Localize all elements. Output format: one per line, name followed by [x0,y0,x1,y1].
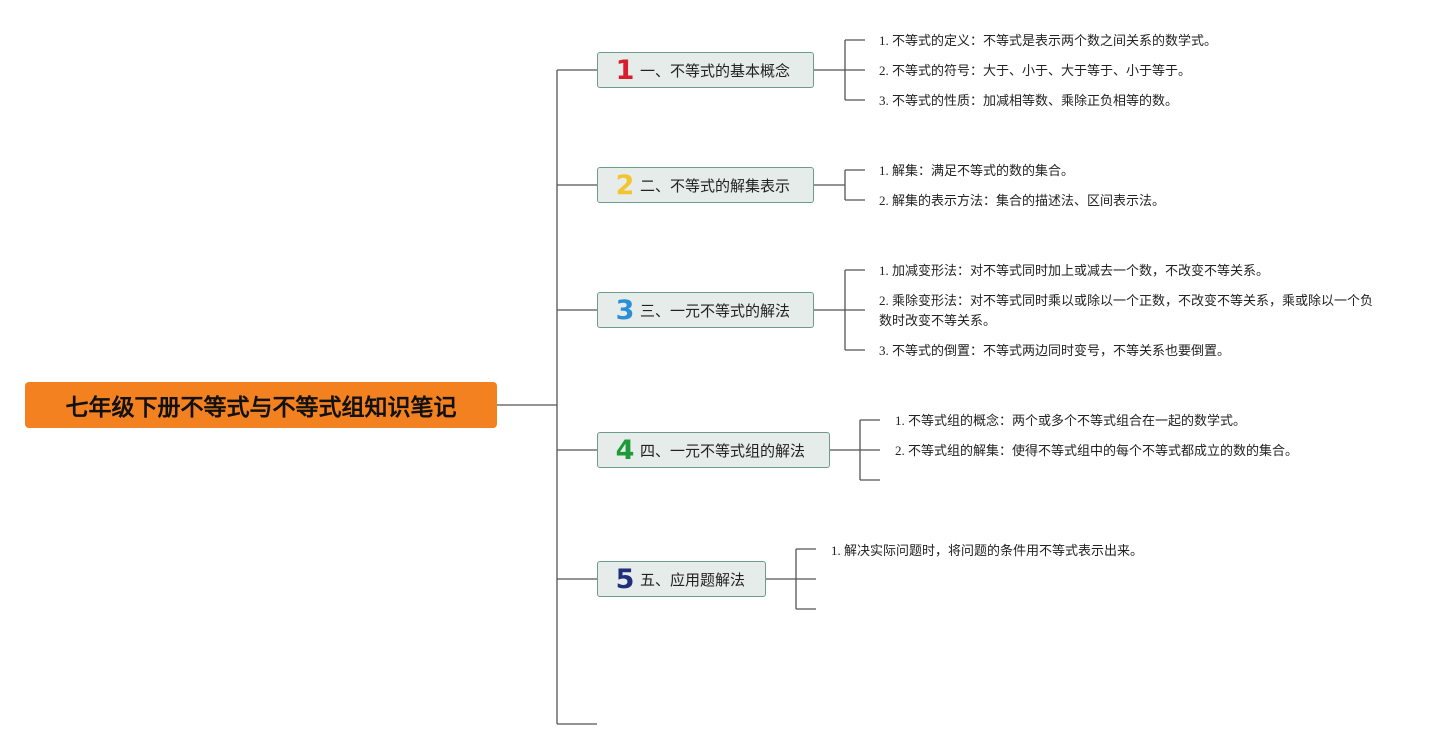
topic-5[interactable]: 5 五、应用题解法 [597,561,766,597]
topic-3-item-3[interactable]: 3. 不等式的倒置：不等式两边同时变号，不等关系也要倒置。 [879,343,1231,358]
topic-1-item-3[interactable]: 3. 不等式的性质：加减相等数、乘除正负相等的数。 [879,93,1179,108]
topic-1[interactable]: 1 一、不等式的基本概念 [597,52,814,88]
topic-number-badge: 1 [615,54,635,86]
topic-number-badge: 3 [615,294,635,326]
topic-label: 一、不等式的基本概念 [640,61,791,80]
topic-4-item-2[interactable]: 2. 不等式组的解集：使得不等式组中的每个不等式都成立的数的集合。 [895,443,1299,458]
root-title: 七年级下册不等式与不等式组知识笔记 [65,395,457,421]
topic-4[interactable]: 4 四、一元不等式组的解法 [597,432,830,468]
topic-3[interactable]: 3 三、一元不等式的解法 [597,292,814,328]
topic-2[interactable]: 2 二、不等式的解集表示 [597,167,814,203]
topic-3-item-2[interactable]: 2. 乘除变形法：对不等式同时乘以或除以一个正数，不改变不等关系，乘或除以一个负… [879,293,1374,328]
topic-4-item-1[interactable]: 1. 不等式组的概念：两个或多个不等式组合在一起的数学式。 [895,413,1247,428]
root-topic[interactable]: 七年级下册不等式与不等式组知识笔记 [25,382,497,428]
topic-1-item-1[interactable]: 1. 不等式的定义：不等式是表示两个数之间关系的数学式。 [879,33,1218,48]
topic-label: 三、一元不等式的解法 [640,301,791,320]
topic-label: 二、不等式的解集表示 [640,176,791,195]
topic-label: 五、应用题解法 [640,570,746,589]
topic-label: 四、一元不等式组的解法 [640,441,806,460]
topic-number-badge: 4 [615,434,635,466]
topic-2-item-1[interactable]: 1. 解集：满足不等式的数的集合。 [879,163,1075,178]
topic-5-item-1[interactable]: 1. 解决实际问题时，将问题的条件用不等式表示出来。 [831,543,1144,558]
topic-number-badge: 5 [615,563,635,595]
topic-3-item-1[interactable]: 1. 加减变形法：对不等式同时加上或减去一个数，不改变不等关系。 [879,263,1270,278]
topic-2-item-2[interactable]: 2. 解集的表示方法：集合的描述法、区间表示法。 [879,193,1166,208]
topic-number-badge: 2 [615,169,635,201]
topic-1-item-2[interactable]: 2. 不等式的符号：大于、小于、大于等于、小于等于。 [879,63,1192,78]
